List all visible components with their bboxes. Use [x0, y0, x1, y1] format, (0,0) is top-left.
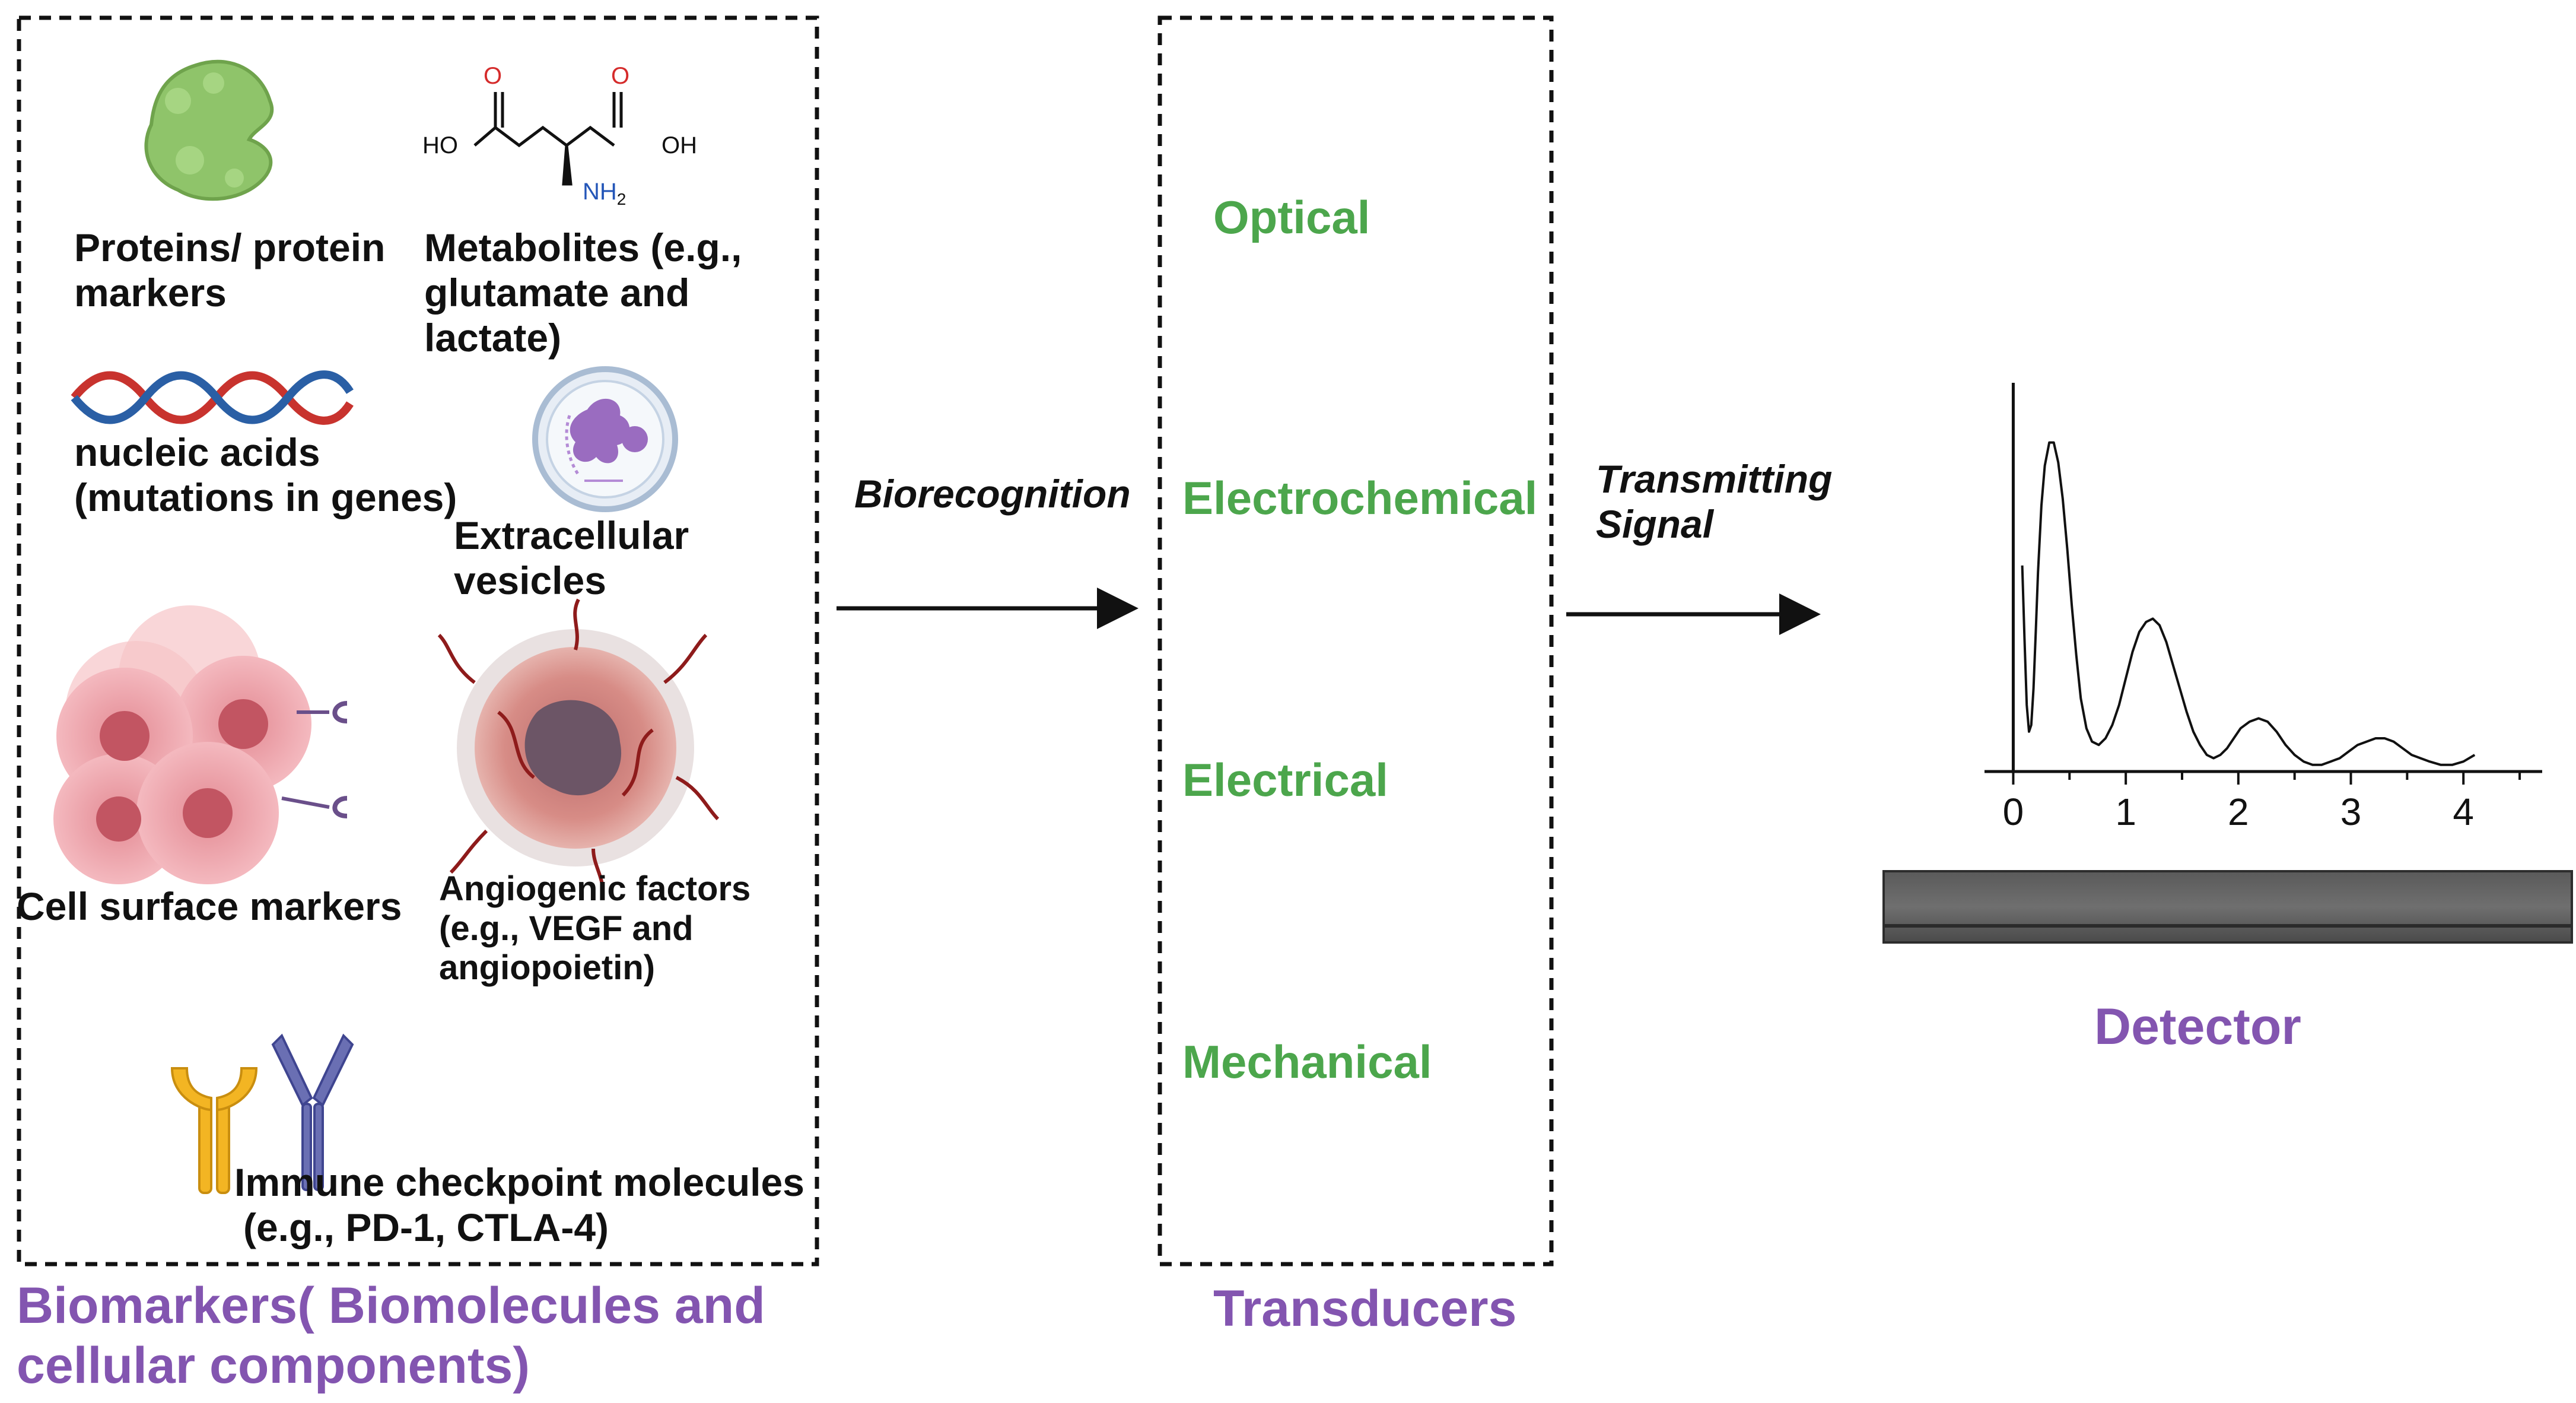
label-immune-checkpoint-line2: (e.g., PD-1, CTLA-4)	[243, 1205, 609, 1249]
label-immune-checkpoint-line1: Immune checkpoint molecules	[234, 1160, 804, 1204]
label-angiogenic-factors-line1: Angiogenic factors	[439, 869, 751, 908]
transducers-box	[1157, 15, 1554, 1266]
label-nucleic-acids-line2: (mutations in genes)	[74, 475, 457, 519]
label-cell-surface-markers-line1: Cell surface markers	[17, 884, 402, 928]
atom-amine-subscript: 2	[616, 190, 626, 208]
protein-icon	[144, 59, 274, 201]
chart-x-tick-label: 0	[2003, 791, 2024, 833]
transducers-caption: Transducers	[1213, 1280, 1517, 1337]
label-angiogenic-factors: Angiogenic factors (e.g., VEGF and angio…	[439, 869, 750, 988]
label-angiogenic-factors-line2: (e.g., VEGF and	[439, 909, 694, 948]
biorecognition-label: Biorecognition	[854, 472, 1131, 516]
transmitting-signal-label: Transmitting Signal	[1596, 457, 1832, 547]
transducer-electrochemical: Electrochemical	[1182, 472, 1538, 524]
atom-amine: NH2	[583, 178, 626, 209]
label-metabolites-line1: Metabolites (e.g.,	[424, 226, 742, 269]
detector-plate	[1882, 870, 2573, 944]
biomarkers-caption-line2: cellular components)	[17, 1337, 530, 1395]
transducer-mechanical: Mechanical	[1182, 1036, 1432, 1088]
biomarkers-caption: Biomarkers( Biomolecules and cellular co…	[17, 1276, 765, 1396]
transmitting-signal-line2: Signal	[1596, 501, 1714, 546]
label-extracellular-vesicles: Extracellular vesicles	[454, 513, 689, 604]
label-proteins-line2: markers	[74, 270, 227, 315]
detector-caption: Detector	[2094, 998, 2301, 1055]
transmitting-signal-line1: Transmitting	[1596, 457, 1833, 501]
biomarkers-box	[17, 15, 819, 1266]
glutamate-molecule-icon	[473, 92, 623, 186]
chart-signal-line	[2021, 441, 2476, 766]
chart-x-tick-label: 3	[2340, 791, 2362, 833]
atom-oxygen-2: O	[611, 63, 630, 89]
atom-oxygen-1: O	[484, 63, 503, 89]
chart-x-tick-label: 2	[2228, 791, 2249, 833]
chart-x-tick-label: 4	[2453, 791, 2474, 833]
label-proteins-line1: Proteins/ protein	[74, 226, 386, 269]
label-metabolites-line2: glutamate and	[424, 270, 690, 315]
dna-helix-icon	[71, 370, 354, 425]
label-extracellular-vesicles-line1: Extracellular	[454, 513, 689, 557]
label-metabolites: Metabolites (e.g., glutamate and lactate…	[424, 226, 742, 361]
checkpoint-receptor-ctla4-icon	[271, 1033, 354, 1191]
transducer-electrical: Electrical	[1182, 754, 1388, 806]
label-proteins: Proteins/ protein markers	[74, 226, 385, 316]
label-nucleic-acids-line1: nucleic acids	[74, 430, 320, 474]
transducer-optical: Optical	[1213, 191, 1370, 243]
extracellular-vesicle-icon	[532, 366, 678, 512]
biomarkers-caption-line1: Biomarkers( Biomolecules and	[17, 1277, 765, 1334]
checkpoint-receptor-pd1-icon	[170, 1067, 258, 1194]
chart-x-tick-label: 1	[2115, 791, 2136, 833]
label-metabolites-line3: lactate)	[424, 315, 562, 360]
atom-hydroxyl-left: HO	[422, 132, 458, 158]
label-extracellular-vesicles-line2: vesicles	[454, 558, 606, 602]
cell-cluster-icon	[53, 605, 348, 884]
label-angiogenic-factors-line3: angiopoietin)	[439, 948, 656, 988]
atom-hydroxyl-right: OH	[662, 132, 697, 158]
label-cell-surface-markers: Cell surface markers	[17, 884, 402, 929]
atom-amine-symbol: NH	[583, 179, 617, 205]
label-nucleic-acids: nucleic acids (mutations in genes)	[74, 430, 457, 520]
tumor-angiogenesis-icon	[437, 598, 720, 897]
signal-chart: 0 1 2 3 4	[1985, 383, 2542, 833]
label-immune-checkpoint: Immune checkpoint molecules (e.g., PD-1,…	[234, 1160, 804, 1250]
